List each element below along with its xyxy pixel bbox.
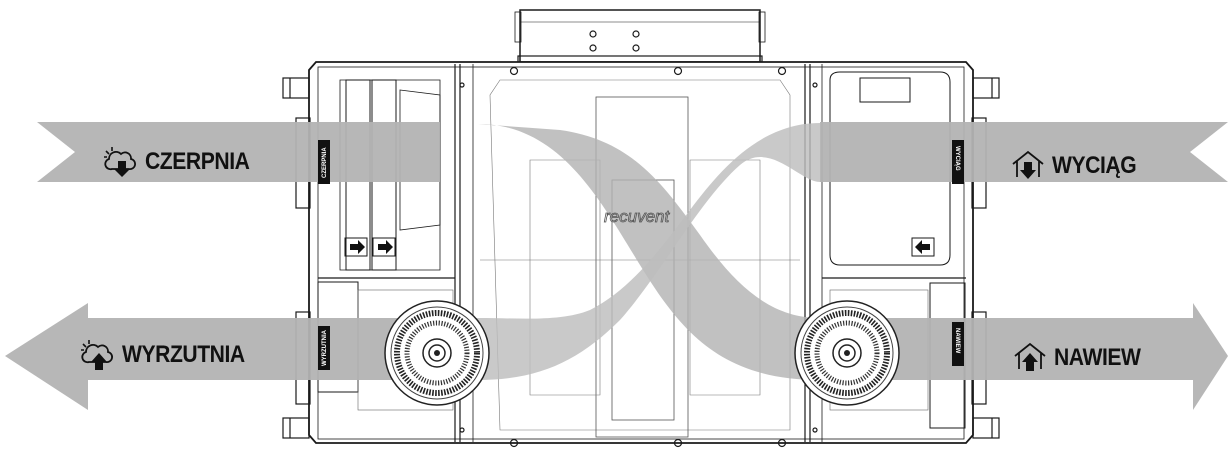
port-tags: CZERPNIA WYRZUTNIA WYCIĄG NAWIEW — [318, 140, 964, 370]
czerpnia-arrow — [37, 122, 440, 182]
outdoor-air-out-icon — [81, 340, 113, 370]
port-tag-nawiew-text: NAWIEW — [954, 328, 960, 354]
fan-right — [795, 301, 899, 405]
wyrzutnia-arrow — [5, 303, 440, 410]
port-tag-wyciag-text: WYCIĄG — [954, 146, 960, 171]
label-wyciag: WYCIĄG — [1010, 149, 1148, 183]
fan-left — [385, 301, 489, 405]
port-tag-wyrzutnia — [318, 326, 330, 370]
indoor-air-in-icon — [1014, 342, 1046, 371]
nawiew-arrow — [840, 303, 1228, 410]
airflow-arrows — [5, 122, 1228, 410]
label-wyrzutnia: WYRZUTNIA — [80, 338, 261, 372]
brand-logo: recuvent — [604, 207, 670, 226]
port-tag-nawiew — [952, 322, 964, 366]
outdoor-air-in-icon — [104, 147, 136, 177]
label-wyrzutnia-text: WYRZUTNIA — [122, 341, 245, 368]
filter-direction-arrows — [350, 240, 930, 254]
port-tag-czerpnia — [318, 140, 330, 184]
label-nawiew: NAWIEW — [1012, 341, 1152, 375]
port-tag-czerpnia-text: CZERPNIA — [322, 147, 328, 178]
label-czerpnia: CZERPNIA — [103, 145, 264, 179]
indoor-air-out-icon — [1012, 150, 1044, 179]
port-tag-wyciag — [952, 140, 964, 184]
label-nawiew-text: NAWIEW — [1054, 344, 1141, 371]
label-czerpnia-text: CZERPNIA — [145, 148, 250, 175]
flow-czerpnia-to-nawiew — [440, 124, 840, 380]
port-tag-wyrzutnia-text: WYRZUTNIA — [322, 329, 328, 366]
wyciag-arrow — [820, 122, 1228, 182]
label-wyciag-text: WYCIĄG — [1052, 152, 1137, 179]
